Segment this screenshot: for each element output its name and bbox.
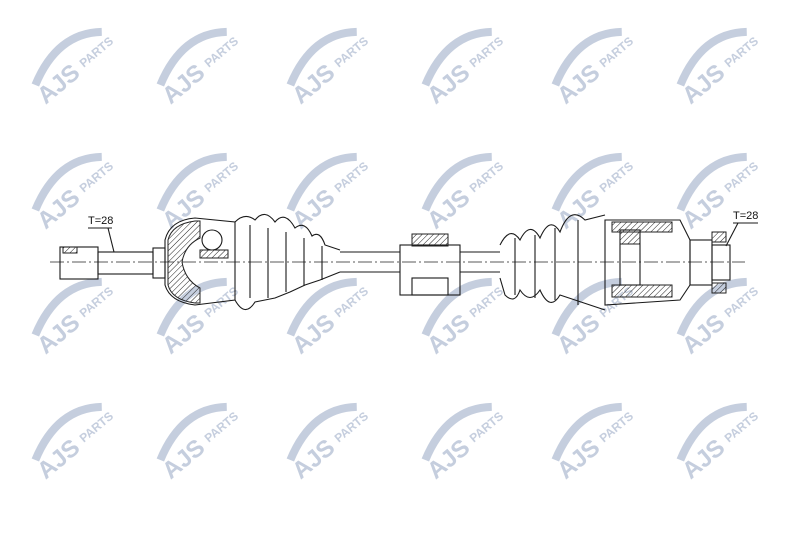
watermark-sub: PARTS <box>77 409 116 445</box>
watermark-swoosh <box>156 402 228 462</box>
watermark-swoosh <box>31 27 103 87</box>
watermark-sub: PARTS <box>332 34 371 70</box>
watermark-swoosh <box>31 402 103 462</box>
watermark-sub: PARTS <box>202 159 241 195</box>
watermark-swoosh <box>286 402 358 462</box>
watermark-swoosh <box>421 27 493 87</box>
watermark-sub: PARTS <box>77 34 116 70</box>
outer-boot <box>234 213 341 311</box>
watermark-swoosh <box>31 277 103 337</box>
watermark-sub: PARTS <box>722 409 761 445</box>
watermark-sub: PARTS <box>467 159 506 195</box>
watermark-swoosh <box>676 277 748 337</box>
watermark-sub: PARTS <box>467 284 506 320</box>
watermark-swoosh <box>156 152 228 212</box>
inner-boot <box>499 214 606 311</box>
drive-shaft: T=28 T=28 <box>50 210 758 311</box>
watermark-sub: PARTS <box>202 34 241 70</box>
watermark-sub: PARTS <box>202 409 241 445</box>
watermark-swoosh <box>676 402 748 462</box>
watermark-sub: PARTS <box>467 34 506 70</box>
damper-weight <box>399 233 461 296</box>
watermark-swoosh <box>286 152 358 212</box>
watermark-sub: PARTS <box>722 159 761 195</box>
watermark-swoosh <box>31 152 103 212</box>
watermark-swoosh <box>286 277 358 337</box>
watermark-swoosh <box>551 152 623 212</box>
left-spline-label: T=28 <box>88 215 113 227</box>
watermark-swoosh <box>551 402 623 462</box>
shaft-bar <box>340 251 500 273</box>
watermark-swoosh <box>421 152 493 212</box>
right-spline-label: T=28 <box>733 210 758 222</box>
watermark-swoosh <box>551 27 623 87</box>
watermark-sub: PARTS <box>332 284 371 320</box>
watermark-swoosh <box>676 152 748 212</box>
watermark-swoosh <box>551 277 623 337</box>
watermark-sub: PARTS <box>77 284 116 320</box>
watermark-sub: PARTS <box>597 409 636 445</box>
left-spline-stub <box>59 246 166 280</box>
watermark-swoosh <box>286 27 358 87</box>
watermark-sub: PARTS <box>332 159 371 195</box>
watermark-sub: PARTS <box>722 284 761 320</box>
watermark-sub: PARTS <box>597 34 636 70</box>
watermark-swoosh <box>421 277 493 337</box>
watermark-sub: PARTS <box>597 159 636 195</box>
watermark-sub: PARTS <box>467 409 506 445</box>
watermark-swoosh <box>676 27 748 87</box>
inner-tripod-joint <box>604 219 731 306</box>
watermark-sub: PARTS <box>722 34 761 70</box>
watermark-swoosh <box>421 402 493 462</box>
watermark-swoosh <box>156 27 228 87</box>
watermark-sub: PARTS <box>332 409 371 445</box>
watermark-sub: PARTS <box>77 159 116 195</box>
